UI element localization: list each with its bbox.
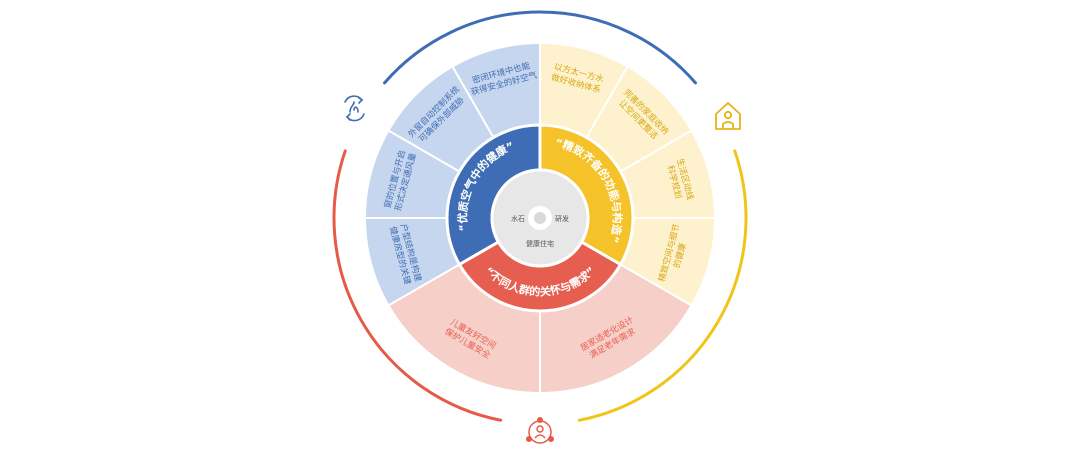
center-hub: 水石 研发 健康住宅: [490, 168, 590, 268]
outer-ring: [363, 41, 717, 395]
air-outer-arc: [383, 10, 697, 85]
hub-label-bottom: 健康住宅: [526, 239, 554, 248]
outer-arcs: [332, 10, 748, 422]
people-outer-arc: [332, 149, 503, 422]
hub-label-right: 研发: [555, 214, 569, 223]
space-outer-arc: [577, 149, 748, 422]
house-person-icon: [715, 102, 741, 130]
airflow-icon: [344, 95, 365, 122]
hub-logo-dot: [534, 212, 546, 224]
hub-label-left: 水石: [511, 214, 525, 223]
community-icon: [525, 416, 555, 444]
